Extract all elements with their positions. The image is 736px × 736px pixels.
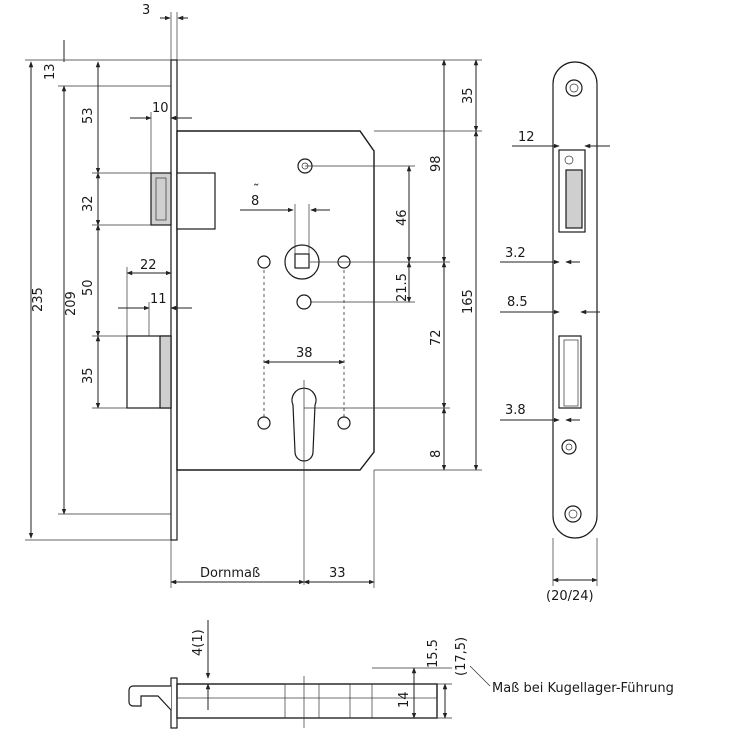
dim-front-bolt-width: 8.5 xyxy=(507,295,528,310)
dim-follower-to-centre: 46 xyxy=(395,209,410,226)
dim-cylinder-offset: 8 xyxy=(429,450,444,458)
faceplate-hole xyxy=(561,439,577,455)
dim-plate-thickness: 3 xyxy=(142,3,150,18)
dim-bottom-15-5: 15.5 xyxy=(426,639,441,668)
dim-bottom-14: 14 xyxy=(397,691,412,708)
bottom-cylinder-zone xyxy=(349,683,373,719)
bottom-forend xyxy=(170,677,178,729)
faceplate xyxy=(552,61,598,539)
side-view: 3 235 209 13 53 32 50 35 10 22 xyxy=(25,3,482,588)
dim-centre-distance: 72 xyxy=(429,329,444,346)
lock-body xyxy=(176,130,375,471)
front-view: 12 3.2 8.5 3.8 (20/24) xyxy=(500,61,610,604)
bearing-note: Maß bei Kugellager-Führung xyxy=(492,681,674,696)
dim-bolt-projection: 22 xyxy=(140,258,157,273)
forend-plate xyxy=(170,59,178,541)
fixing-hole-left xyxy=(257,255,271,269)
dim-top-offset: 13 xyxy=(43,63,58,80)
dim-body-depth: 33 xyxy=(329,566,346,581)
screw-inner xyxy=(569,83,579,93)
dim-body-height: 165 xyxy=(461,289,476,314)
dim-front-latch-offset: 3.2 xyxy=(505,246,526,261)
faceplate-screw-bottom xyxy=(564,505,582,523)
bottom-view: 4(1) 15.5 (17,5) 14 Maß bei Kugellager-F… xyxy=(128,620,674,729)
screw-inner xyxy=(568,509,578,519)
bolt-front xyxy=(563,339,579,407)
dim-bolt-height: 35 xyxy=(81,367,96,384)
fixing-hole-right-lower xyxy=(337,416,351,430)
dim-front-latch-width: 12 xyxy=(518,130,535,145)
bottom-latch xyxy=(128,685,172,711)
bottom-hub xyxy=(284,683,320,719)
dim-latch-gap: 50 xyxy=(81,279,96,296)
square-symbol: ˜ xyxy=(253,183,260,198)
latch-detail xyxy=(155,177,167,221)
dim-follower-height: 98 xyxy=(429,155,444,172)
dim-follower-size: 8 xyxy=(251,194,259,209)
faceplate-screw-top xyxy=(565,79,583,97)
dim-upper-edge: 35 xyxy=(461,87,476,104)
dim-follower-offset: 21.5 xyxy=(395,273,410,302)
dim-bottom-17-5: (17,5) xyxy=(454,637,469,676)
bolt-opening xyxy=(558,335,582,409)
dim-latch-height: 32 xyxy=(81,195,96,212)
dim-hole-spacing: 38 xyxy=(296,346,313,361)
dead-bolt-edge xyxy=(159,335,172,409)
dim-latch-depth: 10 xyxy=(152,101,169,116)
dim-front-bolt-offset: 3.8 xyxy=(505,403,526,418)
fixing-hole-left-lower xyxy=(257,416,271,430)
screw-hole-mid xyxy=(296,294,312,310)
latch-pin xyxy=(564,155,574,165)
latch-inner xyxy=(176,172,216,230)
dim-latch-top: 53 xyxy=(81,107,96,124)
screw-inner xyxy=(565,443,573,451)
dim-fixing-distance: 209 xyxy=(64,291,79,316)
latch-outer xyxy=(150,172,172,226)
dim-faceplate-width: (20/24) xyxy=(546,589,594,604)
dim-backset: Dornmaß xyxy=(200,566,260,581)
note-leader xyxy=(469,665,491,687)
dim-bolt-depth: 11 xyxy=(150,292,167,307)
latch-front xyxy=(565,169,583,229)
follower-square xyxy=(294,253,310,269)
dim-total-height: 235 xyxy=(31,287,46,312)
dim-bottom-height: 4(1) xyxy=(191,629,206,656)
